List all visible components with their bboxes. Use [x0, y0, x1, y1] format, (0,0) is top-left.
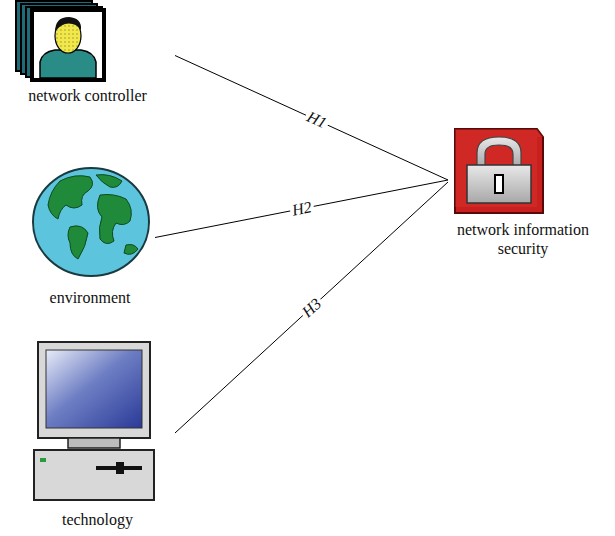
connector-line: [175, 182, 448, 433]
icon-node: technology: [20, 338, 175, 533]
node-label: technology: [20, 510, 175, 529]
lock-icon: [453, 127, 545, 215]
globe-icon: [30, 165, 152, 279]
connector-line: [155, 180, 448, 238]
node-label: network information security: [448, 220, 598, 258]
node-label: network controller: [0, 86, 175, 105]
computer-icon: [32, 340, 158, 506]
connector-line: [175, 56, 448, 180]
icon-node: network controller: [0, 0, 175, 109]
edge-label: H1: [303, 108, 331, 132]
controller-icon: [15, 0, 170, 84]
edge-label: H2: [288, 199, 314, 219]
node-label: environment: [25, 288, 155, 307]
icon-node: environment: [25, 160, 155, 311]
icon-node: network information security: [448, 125, 598, 265]
